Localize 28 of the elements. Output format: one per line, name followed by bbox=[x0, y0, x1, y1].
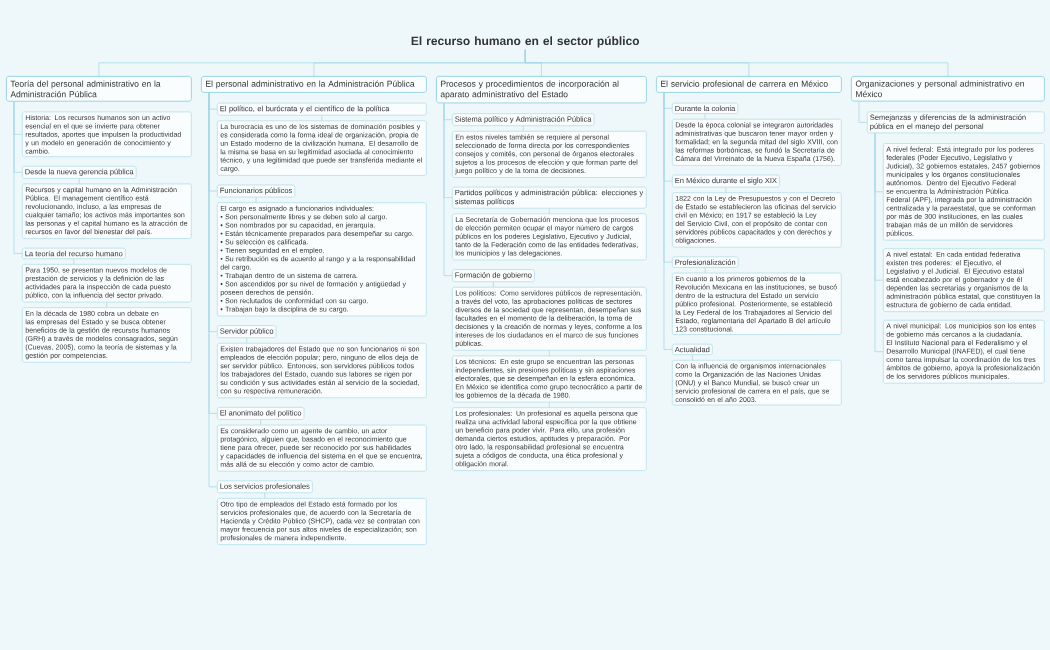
connector-line bbox=[106, 302, 108, 308]
connector-line bbox=[858, 101, 868, 123]
connector-line bbox=[691, 354, 693, 361]
connector-line bbox=[522, 125, 524, 132]
connector-line bbox=[548, 208, 550, 214]
connector-line bbox=[73, 258, 75, 265]
connector-line bbox=[321, 115, 323, 121]
connector-line bbox=[524, 49, 949, 77]
topic-box: Organizaciones y personal administrativo en México bbox=[851, 76, 1045, 102]
connector-line bbox=[443, 102, 453, 276]
connector-line bbox=[704, 267, 706, 274]
connector-line bbox=[663, 92, 673, 350]
topic-box: Procesos y procedimientos de incorporación al aparato administrativo del Estado bbox=[436, 76, 647, 104]
topic-box: El personal administrativo en la Administración Pública bbox=[201, 76, 427, 93]
central-topic: El recurso humano en el sector público bbox=[411, 36, 640, 48]
connector-line bbox=[548, 402, 550, 408]
connector-line bbox=[874, 132, 884, 353]
connector-line bbox=[78, 178, 80, 184]
connector-line bbox=[493, 281, 494, 288]
connector-line bbox=[13, 101, 23, 254]
connector-line bbox=[260, 419, 262, 426]
connector-line bbox=[548, 350, 550, 356]
connector-line bbox=[255, 197, 257, 203]
topic-box: Teoría del personal administrativo en la Administración Pública bbox=[6, 76, 192, 102]
connector-line bbox=[264, 492, 266, 499]
connector-line bbox=[246, 337, 248, 344]
topic-box: El servicio profesional de carrera en México bbox=[656, 76, 842, 93]
connector-line bbox=[725, 187, 727, 193]
